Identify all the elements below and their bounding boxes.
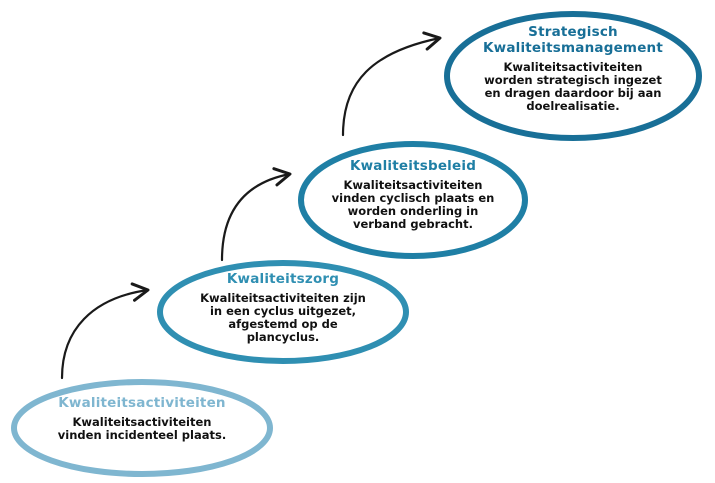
arrow-3-to-4 <box>341 31 442 137</box>
stage-4-text: Strategisch Kwaliteitsmanagement Kwalite… <box>462 24 684 113</box>
arrow-2-to-3 <box>220 167 292 262</box>
stage-4-ellipse <box>444 11 702 141</box>
stage-3-title: Kwaliteitsbeleid <box>349 158 477 174</box>
stage-1-description: Kwaliteitsactiviteiten vinden incidentee… <box>57 415 227 442</box>
stage-1-text: Kwaliteitsactiviteiten Kwaliteitsactivit… <box>24 395 260 442</box>
arrow-1-to-2 <box>60 282 150 380</box>
stage-2-text: Kwaliteitszorg Kwaliteitsactiviteiten zi… <box>178 271 388 344</box>
stage-3-ellipse <box>298 141 528 259</box>
stage-1-ellipse <box>11 379 273 477</box>
stage-1-title: Kwaliteitsactiviteiten <box>58 395 226 411</box>
stage-2-title: Kwaliteitszorg <box>226 271 340 287</box>
stage-3-text: Kwaliteitsbeleid Kwaliteitsactiviteiten … <box>318 158 508 231</box>
stage-2-description: Kwaliteitsactiviteiten zijn in een cyclu… <box>200 291 366 344</box>
stage-4-title: Strategisch Kwaliteitsmanagement <box>482 24 664 56</box>
stage-3-description: Kwaliteitsactiviteiten vinden cyclisch p… <box>331 178 495 231</box>
stage-2-ellipse <box>157 260 409 364</box>
stage-4-description: Kwaliteitsactiviteiten worden strategisc… <box>484 60 662 113</box>
